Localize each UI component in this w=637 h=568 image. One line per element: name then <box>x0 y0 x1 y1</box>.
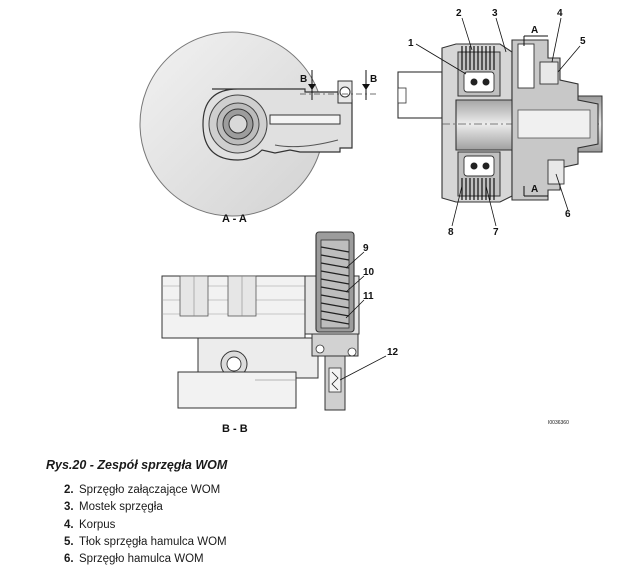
legend-item: 5. Tłok sprzęgła hamulca WOM <box>64 534 227 551</box>
callout-8: 8 <box>448 227 454 238</box>
callout-1: 1 <box>408 38 414 49</box>
legend-text: Tłok sprzęgła hamulca WOM <box>79 535 227 548</box>
legend-item: 2. Sprzęgło załączające WOM <box>64 482 227 499</box>
legend-number: 3. <box>64 501 74 514</box>
legend-number: 2. <box>64 484 74 496</box>
callout-12: 12 <box>387 347 399 358</box>
callout-4: 4 <box>557 8 563 19</box>
legend-text: Sprzęgło załączające WOM <box>79 484 221 496</box>
legend-number: 4. <box>64 518 74 531</box>
callout-3: 3 <box>492 8 498 19</box>
figure-caption: Rys.20 - Zespół sprzęgła WOM <box>46 458 228 472</box>
drawing-number: I0036360 <box>548 420 569 426</box>
legend-item: 4. Korpus <box>64 517 227 534</box>
legend-text: Korpus <box>79 518 116 531</box>
callout-2: 2 <box>456 8 462 19</box>
legend-text: Sprzęgło hamulca WOM <box>79 553 204 566</box>
section-b-marker-right: B <box>370 74 377 85</box>
legend-text: Mostek sprzęgła <box>79 501 163 514</box>
section-a-marker-bottom: A <box>531 184 538 195</box>
callout-10: 10 <box>363 267 375 278</box>
view-bb <box>161 231 360 411</box>
legend-number: 5. <box>64 535 74 548</box>
view-aa-label: A - A <box>222 213 247 225</box>
parts-legend: 2. Sprzęgło załączające WOM 3. Mostek sprz… <box>64 482 227 568</box>
view-bb-label: B - B <box>222 423 248 435</box>
callout-6: 6 <box>565 209 571 220</box>
technical-drawing: B B A - A A A <box>139 8 603 435</box>
callout-5: 5 <box>580 36 586 47</box>
legend-item: 3. Mostek sprzęgła <box>64 499 227 516</box>
callout-9: 9 <box>363 243 369 254</box>
callout-leaders-bb <box>339 251 387 381</box>
legend-item: 6. Sprzęgło hamulca WOM <box>64 551 227 568</box>
section-b-marker-left: B <box>300 74 307 85</box>
clutch-assembly-section <box>397 35 603 203</box>
legend-number: 6. <box>64 553 74 566</box>
callout-7: 7 <box>493 227 499 238</box>
view-aa <box>139 31 378 217</box>
section-a-marker-top: A <box>531 25 538 36</box>
callout-11: 11 <box>363 291 374 302</box>
callout-leaders <box>415 17 581 227</box>
